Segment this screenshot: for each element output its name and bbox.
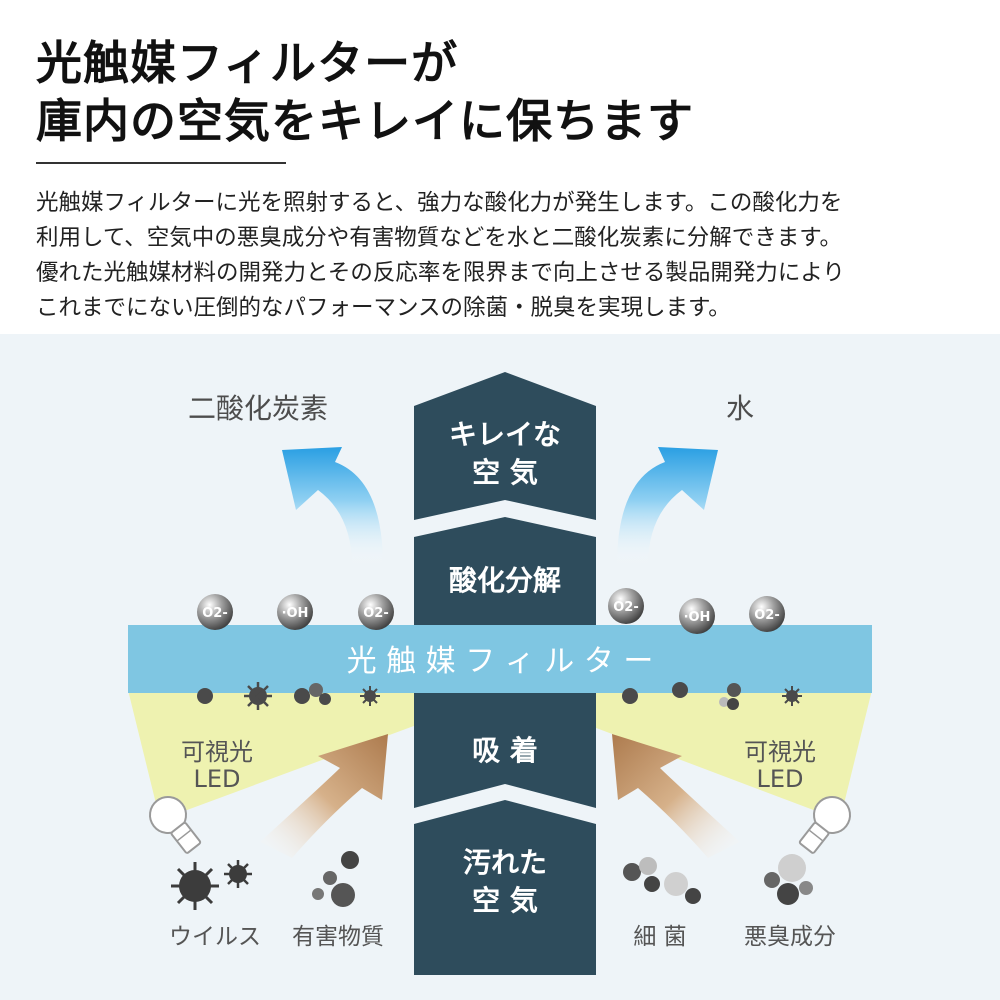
led-lamp-icon (798, 796, 851, 854)
harmful-substance-label: 有害物質 (292, 924, 384, 950)
bacteria-label: 細 菌 (633, 924, 686, 950)
water-label: 水 (726, 392, 754, 425)
arrow-water-output (617, 447, 718, 566)
clean-air-label-line2: 空 気 (472, 456, 538, 489)
arrow-intake-right (612, 734, 740, 858)
photocatalyst-filter (128, 625, 872, 693)
radical-sphere-icon: ·OH (679, 598, 715, 634)
oxidation-label: 酸化分解 (449, 564, 561, 597)
description-paragraph: 光触媒フィルターに光を照射すると、強力な酸化力が発生します。この酸化力を 利用し… (36, 186, 976, 326)
dirty-air-label-line2: 空 気 (472, 884, 538, 917)
radical-o2-label: O2- (613, 600, 639, 615)
led-right-label-line1: 可視光 (744, 738, 816, 766)
radical-sphere-icon: ·OH (277, 594, 313, 630)
description-line-2: 利用して、空気中の悪臭成分や有害物質などを水と二酸化炭素に分解できます。 (36, 225, 842, 251)
odor-particle-icon (764, 854, 813, 905)
radical-oh-label: ·OH (684, 610, 711, 625)
title-line-2: 庫内の空気をキレイに保ちます (36, 94, 694, 148)
virus-icon (360, 686, 380, 706)
radical-o2-label: O2- (363, 606, 389, 621)
virus-icon (244, 682, 272, 710)
led-light-left (128, 690, 430, 820)
led-light-right (575, 690, 872, 820)
description-line-4: これまでにない圧倒的なパフォーマンスの除菌・脱臭を実現します。 (36, 295, 731, 321)
arrow-co2-output (282, 447, 383, 566)
virus-icon (782, 686, 802, 706)
page-title: 光触媒フィルターが 庫内の空気をキレイに保ちます (36, 34, 694, 150)
led-lamp-icon (149, 796, 202, 854)
photocatalyst-diagram: O2- ·OH O2- O2- ·OH O2- (0, 334, 1000, 1000)
radical-o2-label: O2- (202, 606, 228, 621)
dirty-air-label-line1: 汚れた (463, 846, 547, 879)
radical-o2-label: O2- (754, 608, 780, 623)
adsorption-label: 吸 着 (472, 734, 538, 767)
radical-sphere-icon: O2- (608, 588, 644, 624)
center-column (414, 372, 596, 975)
clean-air-label-line1: キレイな (449, 418, 561, 451)
title-line-1: 光触媒フィルターが (36, 36, 459, 90)
led-left-label-line1: 可視光 (181, 738, 253, 766)
radical-sphere-icon: O2- (197, 594, 233, 630)
bacteria-icon (623, 857, 701, 904)
radical-sphere-icon: O2- (749, 596, 785, 632)
co2-label: 二酸化炭素 (188, 392, 328, 425)
radical-oh-label: ·OH (282, 606, 309, 621)
virus-icon (171, 860, 252, 910)
radical-sphere-icon: O2- (358, 594, 394, 630)
description-line-3: 優れた光触媒材料の開発力とその反応率を限界まで向上させる製品開発力により (36, 260, 845, 286)
adsorbed-particles (197, 682, 802, 710)
arrow-intake-left (260, 734, 388, 858)
led-right-label-line2: LED (756, 765, 803, 793)
odor-label: 悪臭成分 (744, 924, 836, 950)
title-divider (36, 162, 286, 164)
virus-label: ウイルス (169, 924, 261, 950)
description-line-1: 光触媒フィルターに光を照射すると、強力な酸化力が発生します。この酸化力を (36, 190, 843, 216)
filter-label: 光 触 媒 フ ィ ル タ ー (347, 644, 654, 679)
harmful-particle-icon (312, 851, 359, 907)
led-left-label-line2: LED (193, 765, 240, 793)
